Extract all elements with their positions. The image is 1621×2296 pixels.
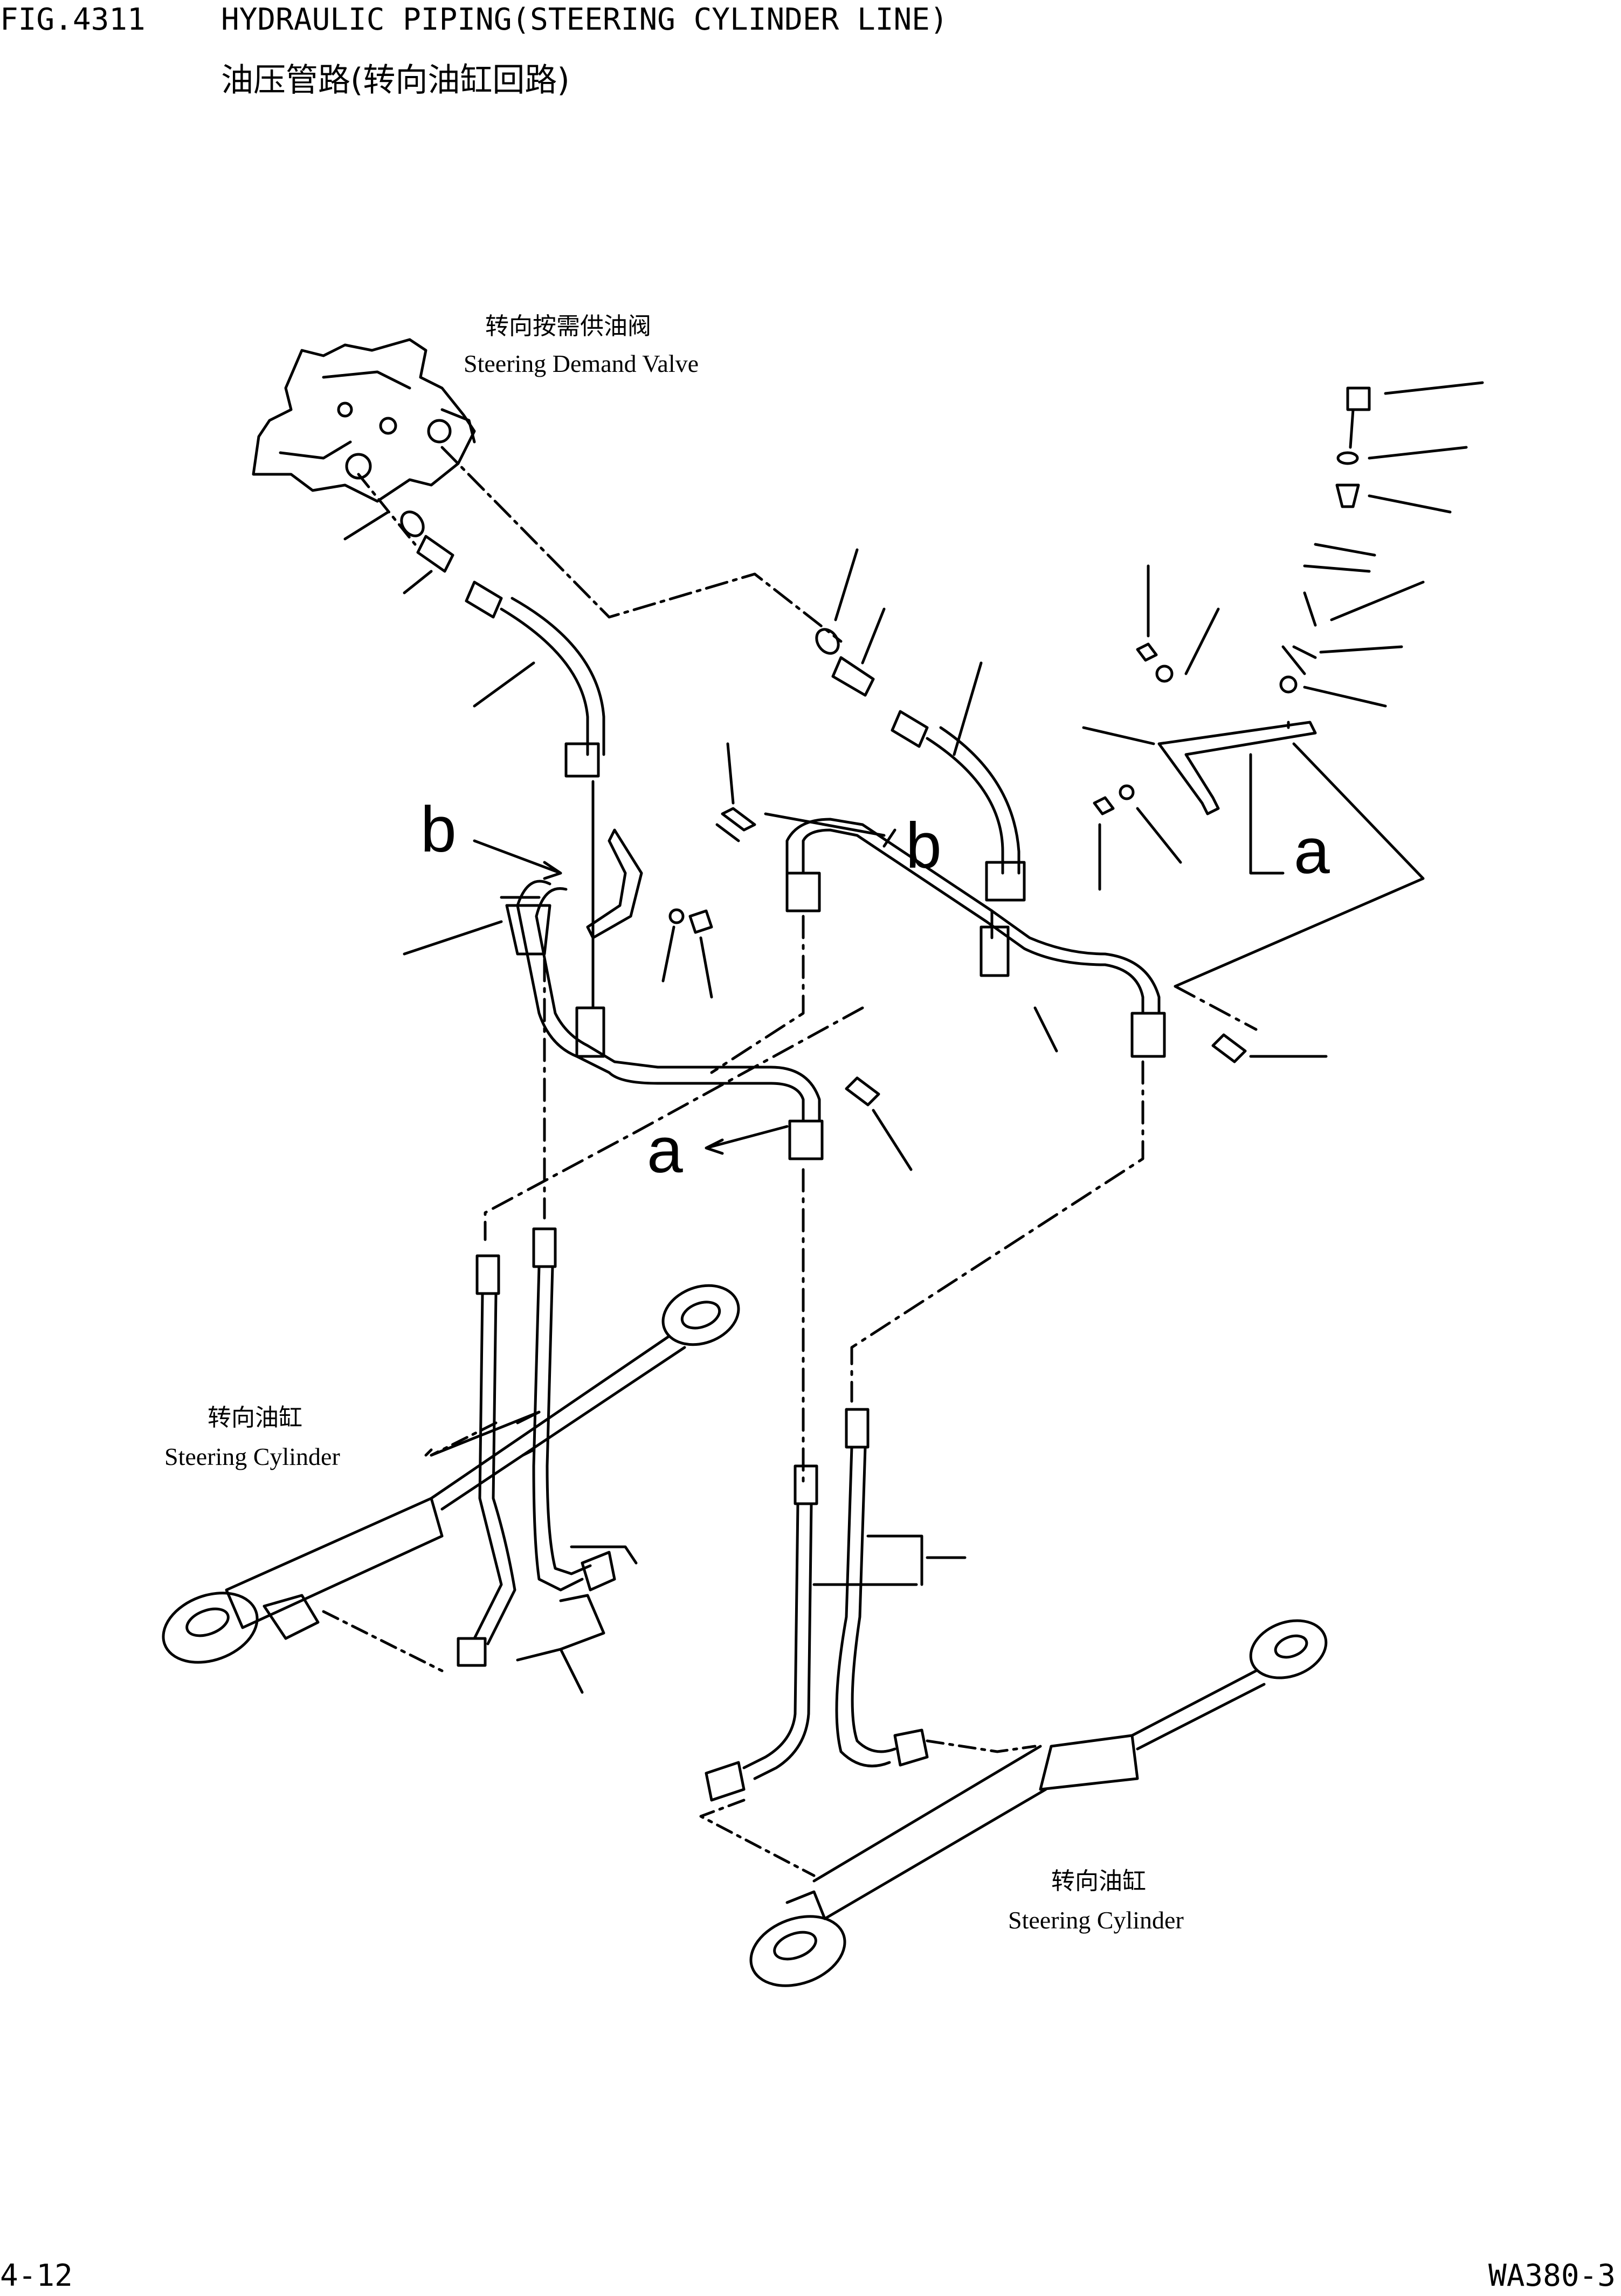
ref-b-left: b bbox=[420, 793, 457, 866]
cylinder-left-label-en: Steering Cylinder bbox=[164, 1443, 340, 1470]
cylinder-right-label-zh: 转向油缸 bbox=[1051, 1868, 1146, 1895]
bracket-a bbox=[1082, 564, 1425, 988]
valve-label-zh: 转向按需供油阀 bbox=[485, 313, 651, 340]
left-cylinder-hoses bbox=[457, 1227, 638, 1694]
right-valve-fittings bbox=[815, 548, 1026, 902]
steering-demand-valve bbox=[252, 338, 476, 503]
routing-lines bbox=[484, 915, 1258, 1484]
tube-clamps bbox=[715, 742, 1328, 1171]
figure-title-chinese: 油压管路(转向油缸回路) bbox=[221, 61, 570, 99]
model-number: WA380-3 bbox=[1488, 2258, 1616, 2293]
left-steering-cylinder bbox=[162, 1284, 740, 1672]
page-number: 4-12 bbox=[0, 2258, 73, 2293]
cylinder-right-label-en: Steering Cylinder bbox=[1008, 1906, 1184, 1934]
valve-label-en: Steering Demand Valve bbox=[464, 350, 699, 377]
ref-a-right: a bbox=[1294, 815, 1330, 887]
left-valve-fittings bbox=[343, 510, 605, 778]
figure-number: FIG.4311 bbox=[0, 2, 146, 37]
upper-left-tube bbox=[500, 780, 824, 1160]
right-steering-cylinder bbox=[699, 1619, 1328, 1987]
bolt-stack bbox=[1279, 381, 1484, 708]
ref-b-right: b bbox=[906, 810, 942, 882]
right-cylinder-hoses bbox=[705, 1408, 967, 1802]
figure-title-english: HYDRAULIC PIPING(STEERING CYLINDER LINE) bbox=[221, 2, 948, 37]
ref-a-left: a bbox=[647, 1114, 683, 1186]
bracket-b bbox=[403, 828, 713, 999]
reference-markers: b b a a bbox=[420, 793, 1330, 1186]
valve-label: 转向按需供油阀 Steering Demand Valve bbox=[464, 313, 699, 377]
cylinder-left-label-zh: 转向油缸 bbox=[208, 1404, 302, 1431]
upper-right-tube bbox=[785, 818, 1166, 1058]
